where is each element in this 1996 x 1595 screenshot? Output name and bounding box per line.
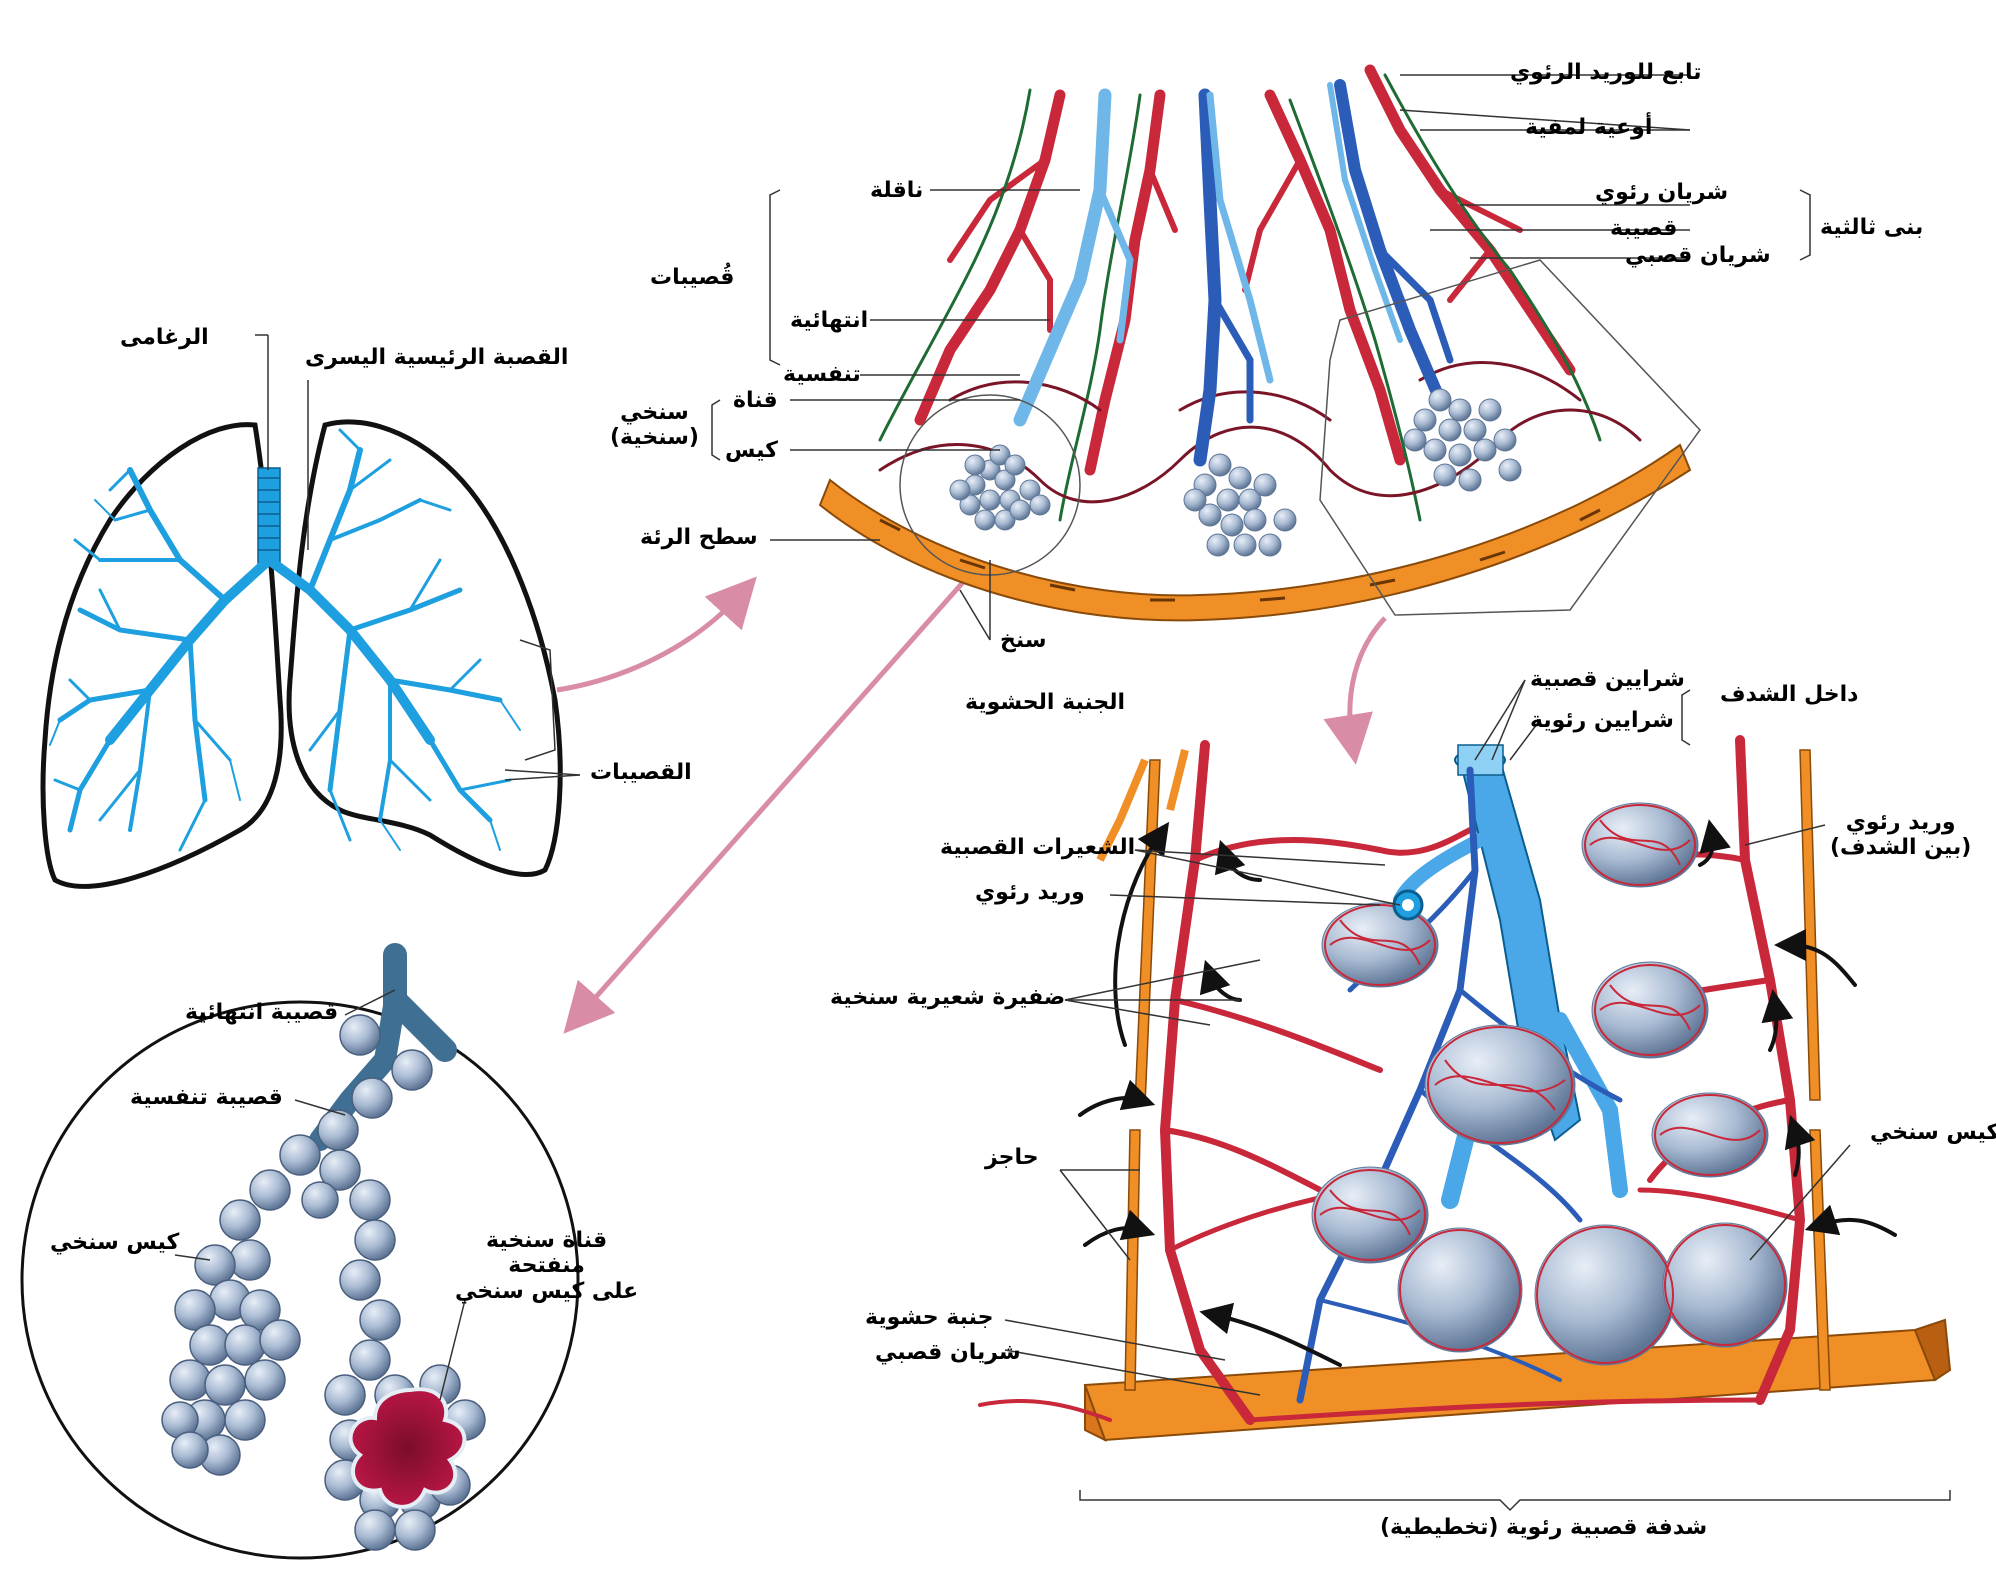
label-conducting: ناقلة: [870, 178, 924, 203]
label-terminal: انتهائية: [790, 308, 869, 333]
label-pulmonary-vein-intersegmental: وريد رئوي (بين الشدف): [1830, 810, 1971, 861]
label-alveolar-group-line1: سنخي: [620, 400, 689, 425]
lobule-alveoli-clusters: [949, 388, 1522, 557]
trachea-shape: [257, 467, 281, 564]
label-visceral-pleura-segment: جنبة حشوية: [865, 1305, 994, 1330]
label-duct-line3: على كيس سنخي: [455, 1278, 639, 1304]
lobule-pleura: [818, 443, 1692, 622]
label-duct-line2: منفتحة: [508, 1253, 585, 1279]
label-terminal-bronchiole: قصيبة انتهائية: [185, 1000, 339, 1025]
label-pv-line2: (بين الشدف): [1830, 835, 1972, 861]
label-bronchial-artery-segment: شريان قصبي: [875, 1340, 1021, 1365]
label-segment-caption: شدفة قصبية رئوية (تخطيطية): [1380, 1515, 1708, 1540]
label-bronchial-artery-lobule: شريان قصبي: [1625, 243, 1771, 268]
lobule-highlight-box: [1319, 259, 1701, 616]
label-pulmonary-vein-tributary: تابع للوريد الرئوي: [1510, 60, 1702, 85]
connector-arrows: [556, 576, 1387, 1034]
left-lung-outline: [286, 419, 563, 877]
label-bronchioles-group: قُصيبات: [650, 265, 735, 290]
lungs-illustration: [40, 334, 581, 889]
alveolar-detail-circle: [20, 943, 580, 1560]
label-bronchiole: قصيبة: [1610, 216, 1678, 241]
lobule-illustration: [711, 64, 1811, 641]
label-lymph-vessels: أوعية لمفية: [1525, 115, 1653, 140]
label-visceral-pleura-lobule: الجنبة الحشوية: [965, 690, 1126, 715]
bronchial-tree: [49, 428, 521, 852]
label-septum: حاجز: [985, 1145, 1039, 1170]
label-alveolar-duct-detail: قناة سنخية منفتحة على كيس سنخي: [455, 1228, 638, 1304]
segment-illustration: [978, 679, 1952, 1512]
label-alveolar-group-line2: (سنخية): [610, 425, 699, 451]
label-pulmonary-artery: شريان رئوي: [1595, 180, 1729, 205]
label-alveolar-sac-segment: كيس سنخي: [1870, 1120, 1996, 1145]
label-pv-line1: وريد رئوي: [1845, 810, 1956, 835]
lung-bracket: [519, 639, 556, 761]
right-lung-outline: [40, 422, 284, 889]
detail-alveoli: [161, 1014, 486, 1551]
opened-alveolar-sac: [348, 1387, 467, 1509]
label-alveolar-group: سنخي (سنخية): [610, 400, 699, 451]
label-lung-surface: سطح الرئة: [640, 525, 758, 550]
label-alveolar-capillary-plexus: ضفيرة شعيرية سنخية: [830, 985, 1066, 1010]
label-tertiary-structures: بنى ثالثية: [1820, 215, 1924, 240]
label-alveolus: سنخ: [1000, 628, 1047, 653]
segment-alveolar-clusters: [1311, 802, 1788, 1366]
label-trachea: الرغامى: [120, 325, 209, 350]
label-bronchioles: القصيبات: [590, 760, 692, 785]
label-pulmonary-vein-segment: وريد رئوي: [975, 880, 1085, 905]
label-respiratory-bronchiole: قصيبة تنفسية: [130, 1085, 283, 1110]
arrow-lobule-to-circle: [563, 578, 967, 1034]
label-respiratory: تنفسية: [783, 362, 861, 387]
label-bronchial-capillaries: الشعيرات القصبية: [940, 835, 1136, 860]
label-pulmonary-arteries: شرايين رئوية: [1530, 708, 1674, 733]
trachea-rings: [258, 477, 280, 551]
label-duct-line1: قناة سنخية: [486, 1228, 608, 1253]
label-sac: كيس: [725, 438, 778, 463]
arrow-lung-to-lobule: [556, 576, 757, 693]
label-bronchial-arteries: شرايين قصبية: [1530, 667, 1685, 692]
arrow-lobule-to-segment: [1323, 616, 1387, 765]
label-alveolar-sac-detail: كيس سنخي: [50, 1230, 180, 1255]
label-left-main-bronchus: القصبة الرئيسية اليسرى: [305, 345, 569, 370]
label-intrasegmental: داخل الشدف: [1720, 682, 1859, 707]
label-duct: قناة: [733, 388, 778, 413]
